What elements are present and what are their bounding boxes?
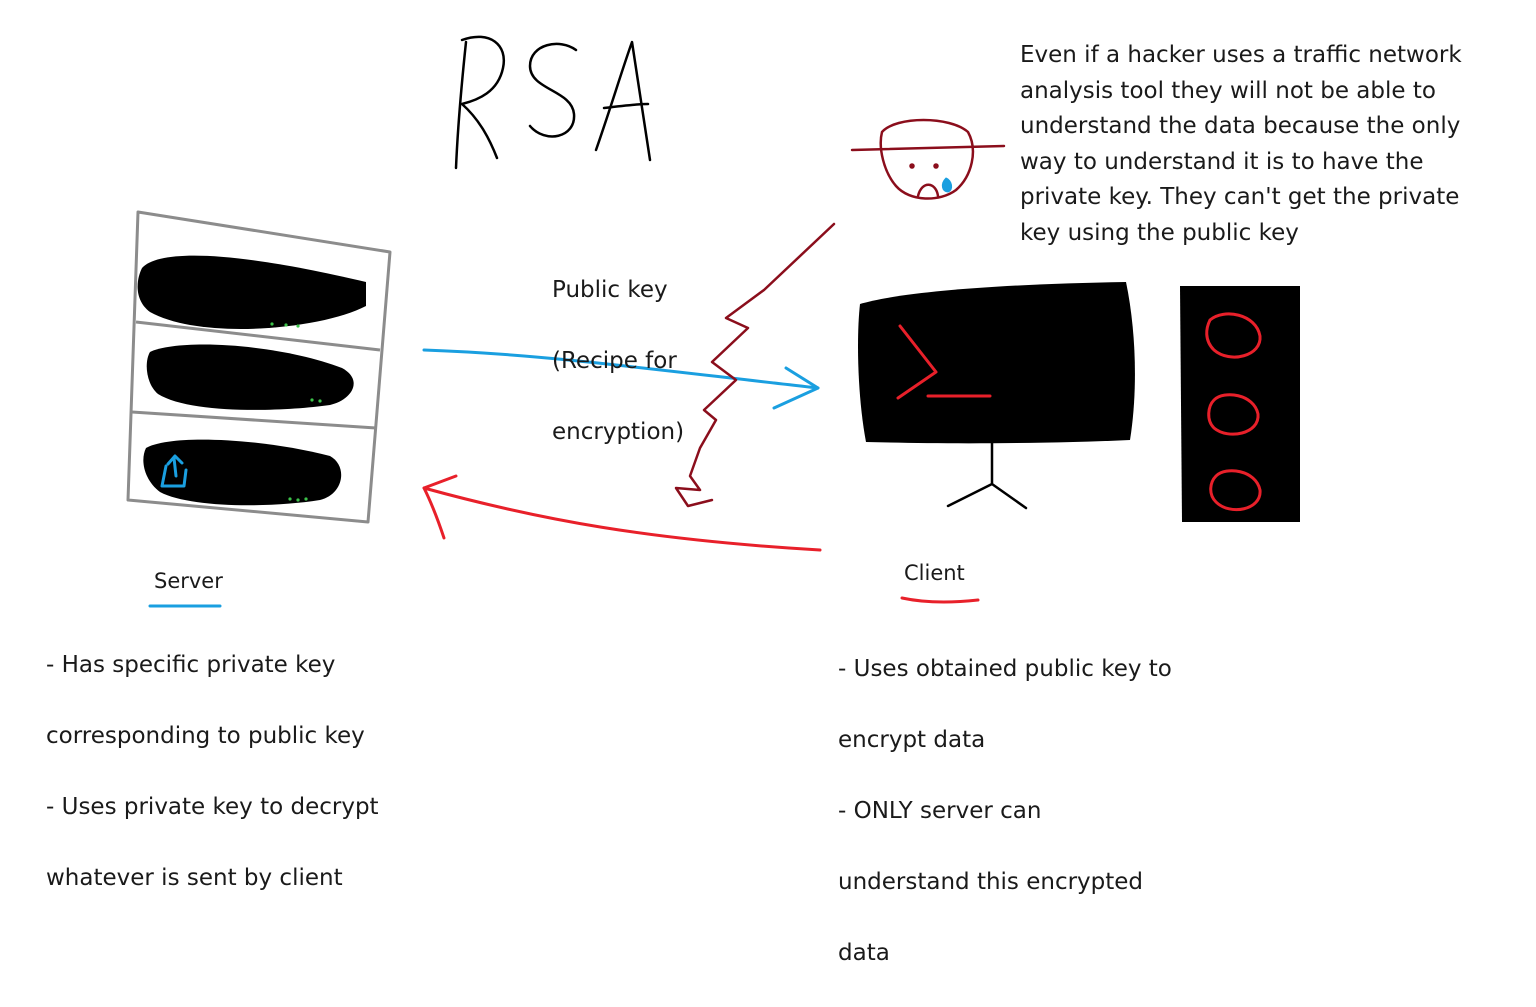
power-icon xyxy=(160,454,188,488)
client-note-line: - Uses obtained public key to xyxy=(838,655,1172,682)
diagram-canvas xyxy=(126,35,1300,608)
encrypted-data-arrow xyxy=(422,474,822,552)
client-note-line: data xyxy=(838,939,890,966)
client-note-line: understand this encrypted xyxy=(838,868,1144,895)
server-note-line: - Has specific private key xyxy=(46,651,336,678)
client-notes: - Uses obtained public key to encrypt da… xyxy=(838,616,1198,1007)
server-notes: - Has specific private key corresponding… xyxy=(46,612,426,932)
public-key-label-line: Public key xyxy=(552,276,668,303)
hacker-icon xyxy=(850,118,1006,200)
public-key-label: Public key (Recipe for encryption) xyxy=(552,237,722,486)
client-note-line: - ONLY server can xyxy=(838,797,1042,824)
public-key-label-line: encryption) xyxy=(552,418,685,445)
client-label: Client xyxy=(904,561,965,585)
computer-tower-icon xyxy=(1180,286,1300,522)
lightning-bolt-icon xyxy=(674,222,836,508)
public-key-label-line: (Recipe for xyxy=(552,347,677,374)
server-note-line: whatever is sent by client xyxy=(46,864,343,891)
public-key-arrow xyxy=(422,348,820,410)
rsa-title xyxy=(454,35,652,170)
server-note-line: - Uses private key to decrypt xyxy=(46,793,379,820)
server-label: Server xyxy=(154,569,223,593)
client-note-line: encrypt data xyxy=(838,726,986,753)
server-rack-icon xyxy=(126,210,392,524)
server-note-line: corresponding to public key xyxy=(46,722,365,749)
hacker-explanation-text: Even if a hacker uses a traffic network … xyxy=(1020,42,1462,246)
server-led-icon xyxy=(270,322,322,502)
client-underline xyxy=(900,596,980,604)
terminal-monitor-icon xyxy=(858,282,1135,510)
